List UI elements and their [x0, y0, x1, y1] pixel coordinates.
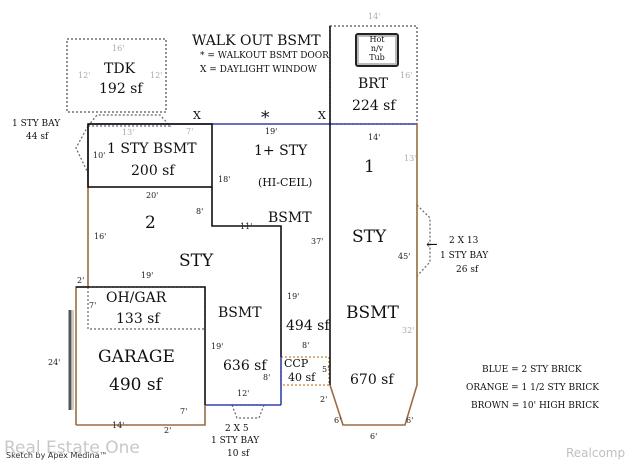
tdk-area: 192 sf — [99, 81, 143, 97]
two-sty-area: 636 sf — [223, 358, 267, 374]
daylight-window-marker-2: X — [318, 109, 326, 122]
brt-name: BRT — [358, 76, 388, 92]
hot-tub-line1: Hot — [369, 35, 385, 44]
dim-label: 20' — [146, 191, 159, 200]
brown-wall-right-oct — [329, 124, 418, 426]
dim-label: 19' — [141, 271, 154, 280]
legend-brown: BROWN = 10' HIGH BRICK — [471, 401, 599, 411]
daylight-window-marker-1: X — [193, 109, 201, 122]
bottom-bay-line2: 1 STY BAY — [211, 436, 260, 446]
top-bay-outline — [86, 114, 172, 127]
one-sty-right-bsmt: BSMT — [346, 303, 399, 323]
bottom-bay-outline — [231, 404, 265, 419]
dim-label: 6' — [334, 416, 342, 425]
garage-area: 490 sf — [109, 375, 162, 395]
stair-arrow-icon: ← — [426, 237, 438, 253]
one-plus-sty-bsmt: BSMT — [268, 210, 312, 226]
dim-label: 10' — [93, 151, 106, 160]
dim-label: 2' — [320, 395, 328, 404]
dim-label: 12' — [237, 389, 250, 398]
dim-label: 7' — [186, 127, 194, 136]
dim-label: 8' — [263, 373, 271, 382]
walkout-door-marker: * — [261, 108, 270, 128]
dim-label: 18' — [218, 175, 231, 184]
dim-label: 6' — [370, 432, 378, 441]
oh-gar-name: OH/GAR — [106, 290, 167, 306]
one-sty-right-num: 1 — [364, 157, 375, 177]
realcomp-watermark: Realcomp — [566, 446, 626, 460]
garage-wall — [76, 286, 206, 405]
daylight-legend: X = DAYLIGHT WINDOW — [200, 65, 317, 75]
dim-label: 19' — [211, 342, 224, 351]
dim-label: 19' — [265, 127, 278, 136]
dim-label: 8' — [196, 207, 204, 216]
hot-tub-line3: Tub — [369, 53, 385, 62]
dim-label: 14' — [368, 133, 381, 142]
two-sty-bsmt: BSMT — [218, 305, 262, 321]
page-title: WALK OUT BSMT — [192, 33, 321, 49]
dim-label: 14' — [368, 12, 381, 21]
dim-label: 16' — [400, 71, 413, 80]
dim-label: 7' — [89, 301, 97, 310]
one-sty-bsmt-walls — [87, 123, 213, 188]
left-bay-line2: 44 sf — [26, 132, 49, 142]
dim-label: 2' — [77, 276, 85, 285]
right-bay-line1: 2 X 13 — [449, 236, 479, 246]
walkout-legend: * = WALKOUT BSMT DOOR — [200, 51, 329, 61]
hot-tub-line2: n/v — [370, 44, 384, 53]
left-bay-outline — [75, 125, 89, 174]
left-bay-line1: 1 STY BAY — [12, 119, 61, 129]
one-plus-sty-note: (HI-CEIL) — [258, 176, 313, 189]
right-bay-line3: 26 sf — [456, 265, 479, 275]
legend-orange: ORANGE = 1 1/2 STY BRICK — [466, 383, 600, 393]
brt-area: 224 sf — [352, 98, 396, 114]
real-estate-one-watermark: Real Estate One — [4, 438, 140, 458]
dim-label: 11' — [240, 222, 253, 231]
dim-label: 6' — [406, 416, 414, 425]
legend-blue: BLUE = 2 STY BRICK — [482, 365, 582, 375]
one-sty-bsmt-area: 200 sf — [131, 163, 175, 179]
dim-label: 16' — [112, 44, 125, 53]
dim-label: 16' — [94, 232, 107, 241]
dim-label: 14' — [112, 421, 125, 430]
tdk-name: TDK — [104, 61, 136, 77]
one-plus-sty-name: 1+ STY — [254, 143, 308, 159]
dim-label: 5' — [322, 365, 330, 374]
bottom-bay-line3: 10 sf — [227, 449, 250, 459]
one-sty-right-sty: STY — [352, 227, 387, 247]
two-sty-label: STY — [179, 251, 214, 271]
dim-label: 32' — [402, 326, 415, 335]
stair-step-wall — [211, 187, 282, 357]
dim-label: 8' — [302, 341, 310, 350]
bottom-bay-line1: 2 X 5 — [225, 424, 249, 434]
ccp-name: CCP — [284, 357, 309, 370]
ccp-area: 40 sf — [288, 371, 316, 384]
dim-label: 45' — [398, 252, 411, 261]
dim-label: 12' — [150, 71, 163, 80]
dim-label: 37' — [311, 237, 324, 246]
right-bay-line2: 1 STY BAY — [440, 251, 489, 261]
two-sty-num: 2 — [145, 213, 156, 233]
dim-label: 24' — [48, 358, 61, 367]
dim-label: 7' — [180, 407, 188, 416]
brown-wall-bottom — [76, 405, 206, 426]
tdk-deck-outline — [66, 38, 167, 113]
hot-tub-box: Hot n/v Tub — [355, 33, 399, 67]
dim-label: 2' — [164, 426, 172, 435]
dim-label: 12' — [78, 71, 91, 80]
one-sty-bsmt-name: 1 STY BSMT — [107, 141, 197, 157]
one-sty-right-area: 670 sf — [350, 372, 394, 388]
oh-gar-area: 133 sf — [116, 311, 160, 327]
dim-label: 13' — [122, 128, 135, 137]
dim-label: 13' — [404, 154, 417, 163]
one-plus-sty-area: 494 sf — [286, 318, 330, 334]
dim-label: 19' — [287, 292, 300, 301]
garage-name: GARAGE — [98, 347, 175, 367]
sketch-credit: Sketch by Apex Medina™ — [6, 451, 108, 460]
